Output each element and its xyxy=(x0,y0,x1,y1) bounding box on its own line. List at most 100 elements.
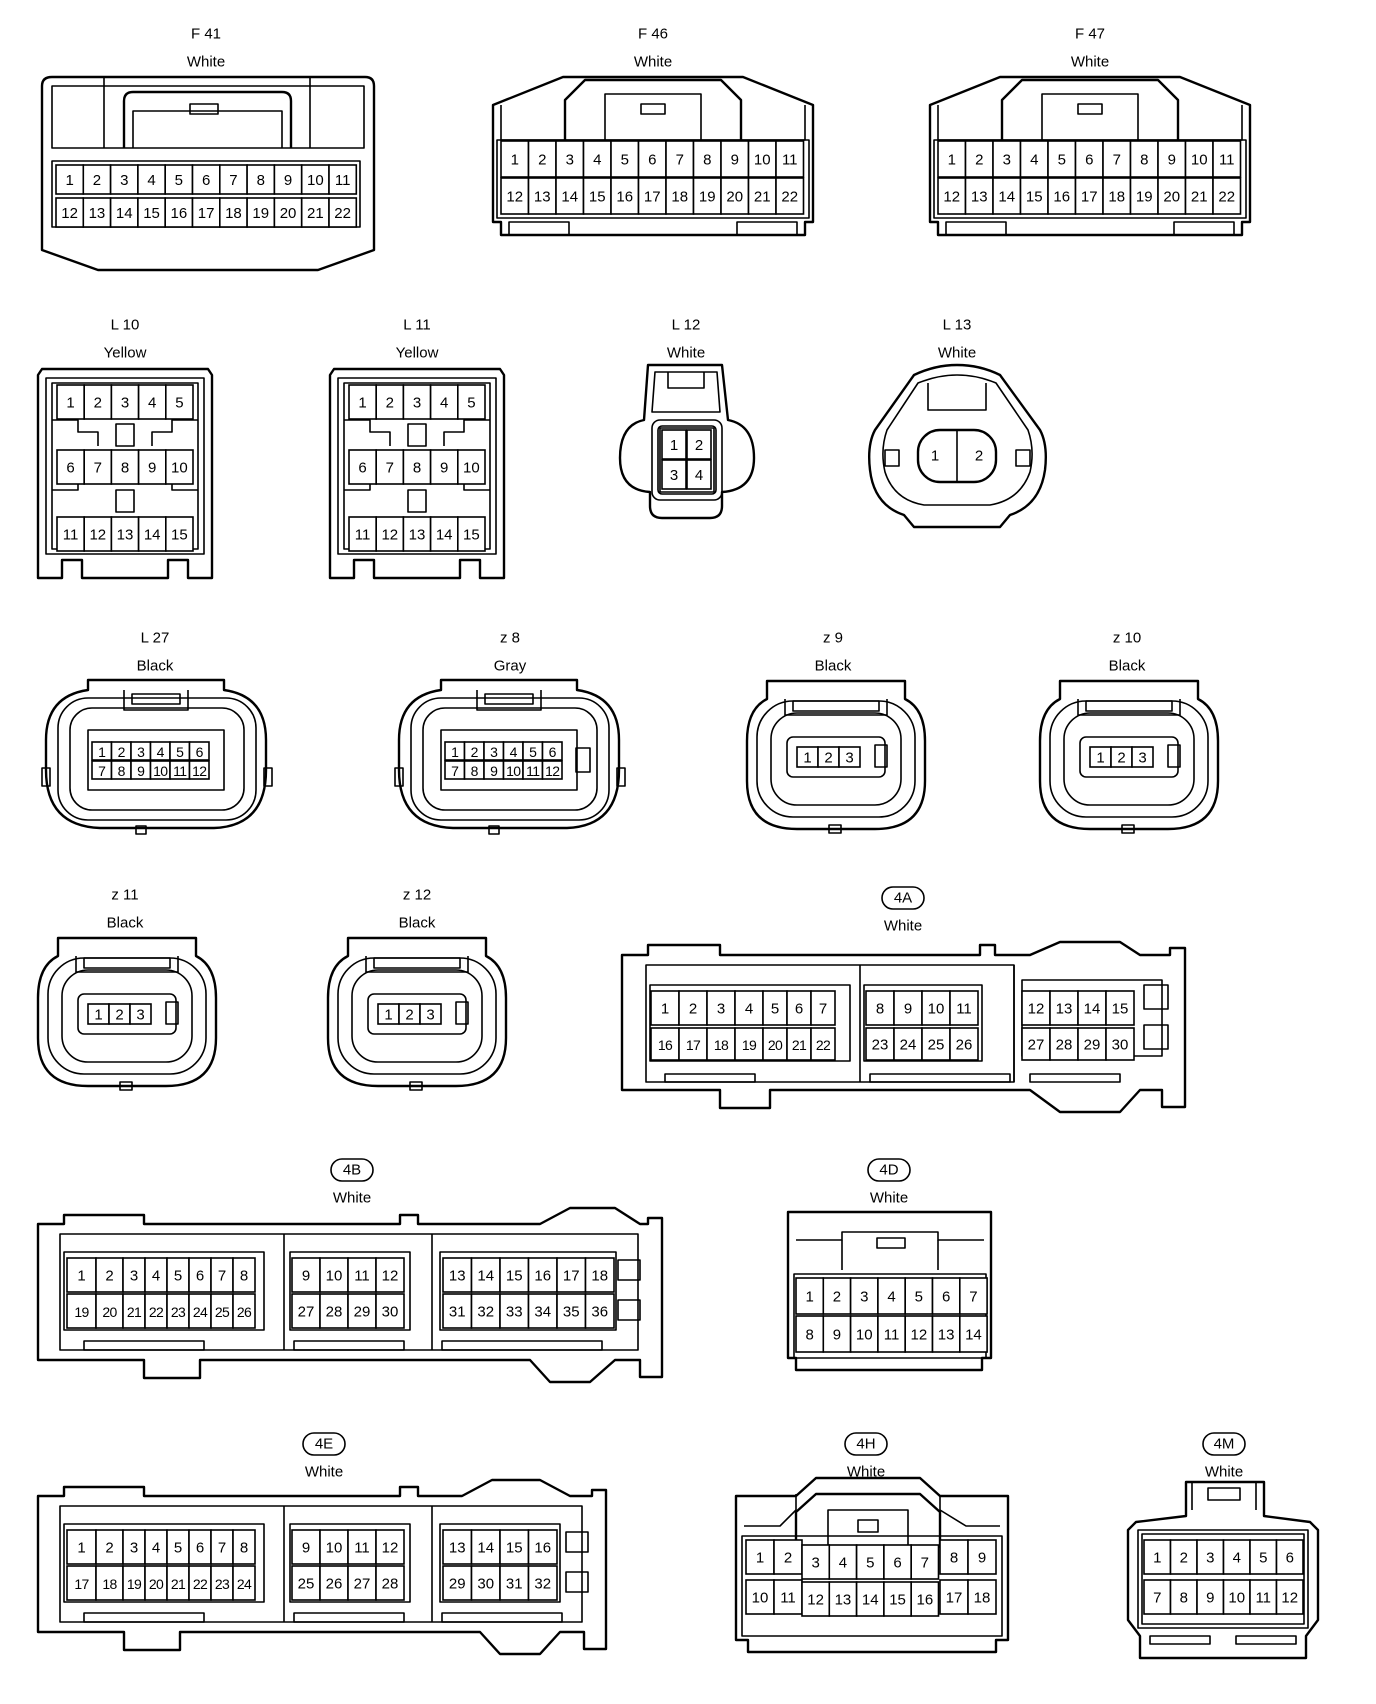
pin-25: 25 xyxy=(298,1576,315,1593)
pin-3: 3 xyxy=(490,744,498,760)
connector-code: z 11 xyxy=(111,887,138,904)
pin-4: 4 xyxy=(152,1540,160,1557)
pin-8: 8 xyxy=(805,1327,813,1344)
pin-29: 29 xyxy=(1084,1037,1101,1054)
pin-3: 3 xyxy=(130,1268,138,1285)
pin-11: 11 xyxy=(956,1001,972,1018)
pin-1: 1 xyxy=(511,152,519,169)
pin-1: 1 xyxy=(65,172,73,189)
pin-9: 9 xyxy=(490,763,498,779)
pin-12: 12 xyxy=(1281,1590,1298,1607)
pin-11: 11 xyxy=(782,152,798,169)
pin-12: 12 xyxy=(911,1327,928,1344)
pin-10: 10 xyxy=(326,1540,343,1557)
pin-19: 19 xyxy=(74,1304,89,1320)
pin-20: 20 xyxy=(149,1576,164,1592)
pin-7: 7 xyxy=(94,460,102,477)
pin-18: 18 xyxy=(591,1268,608,1285)
pin-17: 17 xyxy=(74,1576,89,1592)
pin-3: 3 xyxy=(1206,1550,1214,1567)
pin-3: 3 xyxy=(121,395,129,412)
pin-2: 2 xyxy=(1180,1550,1188,1567)
pin-18: 18 xyxy=(714,1037,729,1053)
pin-7: 7 xyxy=(819,1001,827,1018)
connector-code: L 10 xyxy=(111,317,140,334)
pin-4: 4 xyxy=(148,395,156,412)
pin-2: 2 xyxy=(386,395,394,412)
pin-15: 15 xyxy=(1026,189,1043,206)
pin-4: 4 xyxy=(593,152,601,169)
pin-22: 22 xyxy=(193,1576,208,1592)
pin-14: 14 xyxy=(477,1540,494,1557)
pin-10: 10 xyxy=(1191,152,1208,169)
pin-1: 1 xyxy=(94,1007,102,1024)
pin-14: 14 xyxy=(144,527,161,544)
pin-13: 13 xyxy=(117,527,134,544)
connector-code: 4D xyxy=(879,1162,898,1179)
connector-code: F 46 xyxy=(638,26,668,43)
pin-9: 9 xyxy=(1168,152,1176,169)
pin-29: 29 xyxy=(354,1304,371,1321)
pin-2: 2 xyxy=(975,448,983,465)
pin-12: 12 xyxy=(545,763,560,779)
pin-21: 21 xyxy=(1191,189,1208,206)
pin-1: 1 xyxy=(670,437,678,454)
pin-2: 2 xyxy=(538,152,546,169)
pin-15: 15 xyxy=(889,1592,906,1609)
pin-6: 6 xyxy=(549,744,557,760)
pin-24: 24 xyxy=(193,1304,208,1320)
pin-3: 3 xyxy=(845,750,853,767)
pin-16: 16 xyxy=(1053,189,1070,206)
pin-2: 2 xyxy=(115,1007,123,1024)
pin-15: 15 xyxy=(506,1540,523,1557)
pin-20: 20 xyxy=(102,1304,117,1320)
pin-12: 12 xyxy=(506,189,523,206)
pin-12: 12 xyxy=(61,205,78,222)
pin-5: 5 xyxy=(1259,1550,1267,1567)
pin-22: 22 xyxy=(781,189,798,206)
pin-23: 23 xyxy=(872,1037,889,1054)
pin-17: 17 xyxy=(644,189,661,206)
pin-27: 27 xyxy=(298,1304,315,1321)
pin-21: 21 xyxy=(754,189,771,206)
pin-14: 14 xyxy=(965,1327,982,1344)
pin-17: 17 xyxy=(946,1590,963,1607)
pin-17: 17 xyxy=(198,205,215,222)
connector-color: Black xyxy=(399,915,436,932)
pin-4: 4 xyxy=(157,744,165,760)
connector-color: White xyxy=(1071,54,1109,71)
pin-15: 15 xyxy=(171,527,188,544)
connector-color: White xyxy=(938,345,976,362)
pin-4: 4 xyxy=(147,172,155,189)
pin-13: 13 xyxy=(971,189,988,206)
pin-12: 12 xyxy=(192,763,207,779)
pin-8: 8 xyxy=(703,152,711,169)
pin-1: 1 xyxy=(803,750,811,767)
pin-22: 22 xyxy=(149,1304,164,1320)
pin-2: 2 xyxy=(405,1007,413,1024)
pin-8: 8 xyxy=(1180,1590,1188,1607)
connector-code: L 11 xyxy=(403,317,431,334)
pin-20: 20 xyxy=(280,205,297,222)
pin-11: 11 xyxy=(1255,1590,1271,1607)
connector-color: White xyxy=(634,54,672,71)
pin-13: 13 xyxy=(835,1592,852,1609)
pin-7: 7 xyxy=(921,1555,929,1572)
pin-18: 18 xyxy=(974,1590,991,1607)
pin-6: 6 xyxy=(196,744,204,760)
pin-1: 1 xyxy=(384,1007,392,1024)
connector-color: White xyxy=(305,1464,343,1481)
pin-9: 9 xyxy=(137,763,145,779)
pin-6: 6 xyxy=(196,1540,204,1557)
pin-5: 5 xyxy=(467,395,475,412)
pin-16: 16 xyxy=(171,205,188,222)
pin-1: 1 xyxy=(756,1550,764,1567)
pin-1: 1 xyxy=(931,448,939,465)
pin-1: 1 xyxy=(661,1001,669,1018)
pin-28: 28 xyxy=(382,1576,399,1593)
